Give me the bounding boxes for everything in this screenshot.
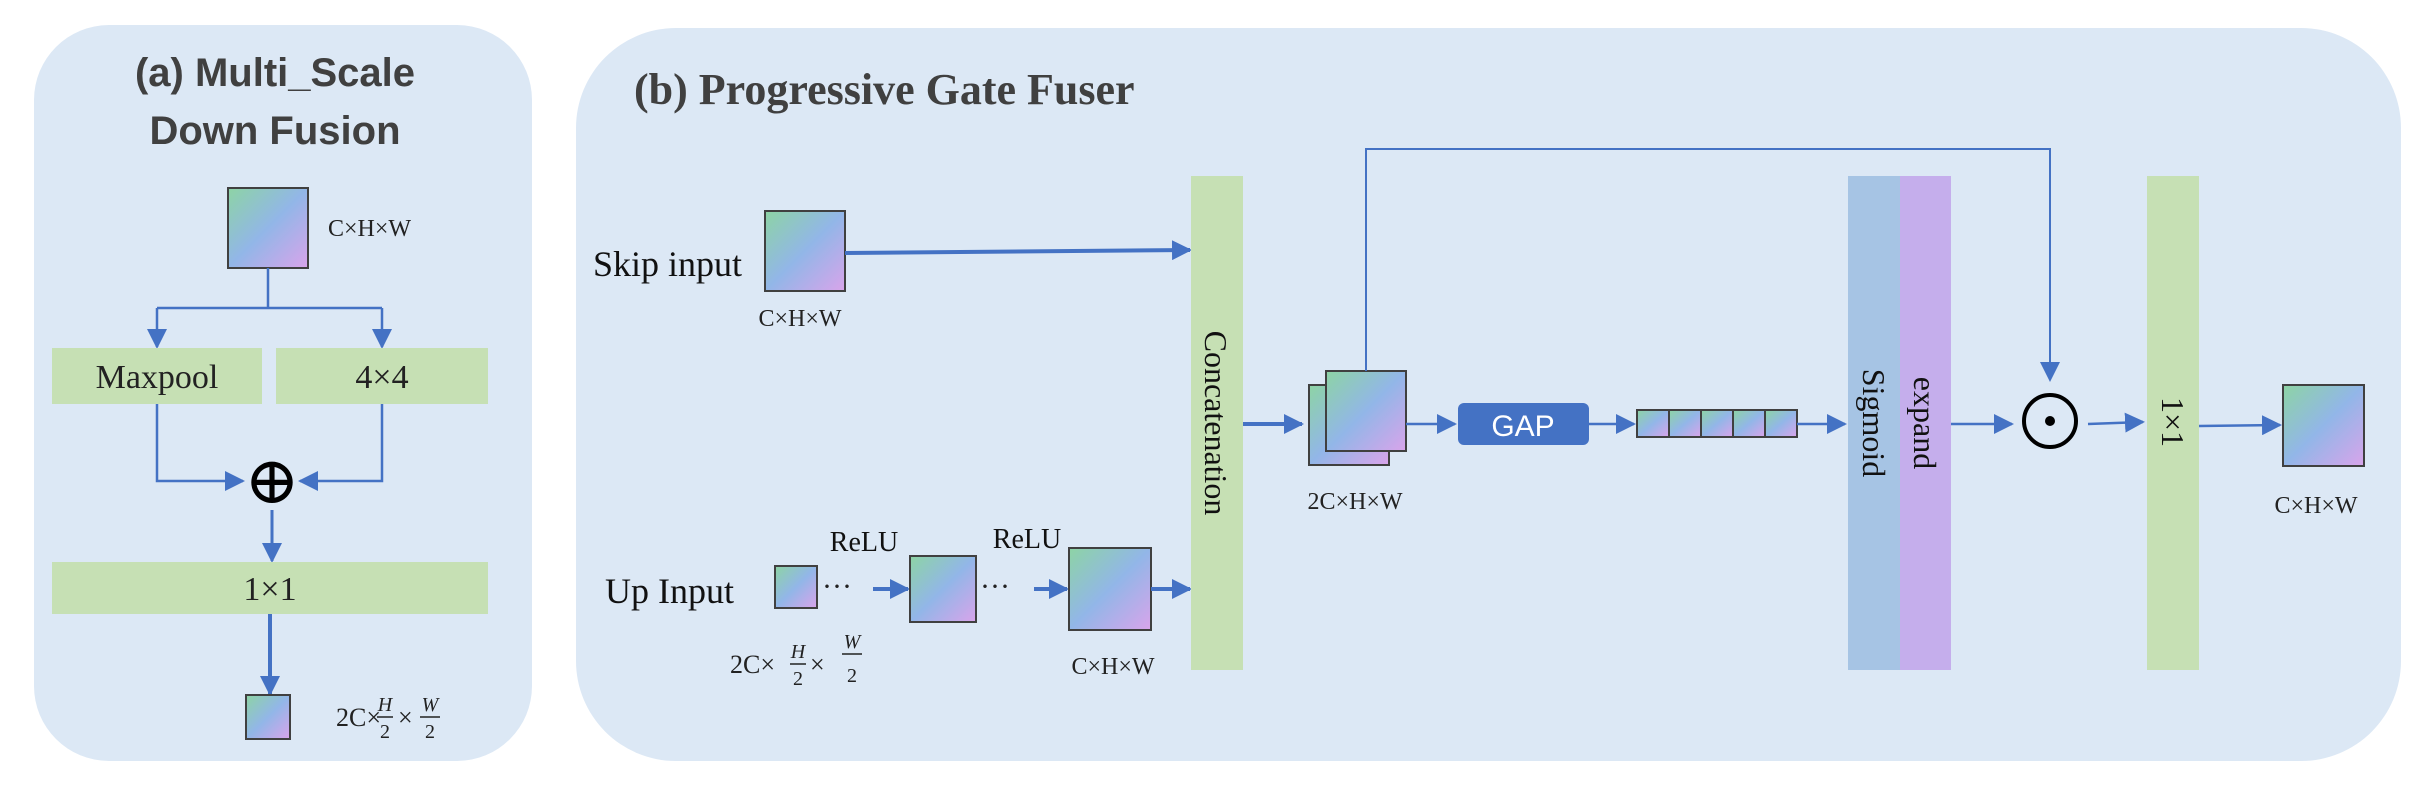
up-input-tile xyxy=(774,565,818,609)
svg-text:2: 2 xyxy=(847,665,857,687)
relu-label-1: ReLU xyxy=(830,527,898,558)
vector-cell xyxy=(1732,409,1766,438)
conv4x4-label: 4×4 xyxy=(355,359,408,396)
residual-arrow xyxy=(1365,148,2060,382)
relu-label-2: ReLU xyxy=(993,524,1061,555)
expand-label: expand xyxy=(1907,377,1943,469)
panel-b-output-dim: C×H×W xyxy=(2274,493,2357,519)
channel-vector xyxy=(1636,409,1798,438)
concatenation-bar xyxy=(1191,176,1243,670)
panel-a-conv1x1-label: 1×1 xyxy=(243,571,296,608)
panel-a-title-line1: (a) Multi_Scale xyxy=(135,51,415,95)
vector-cell xyxy=(1700,409,1734,438)
svg-text:2: 2 xyxy=(380,721,390,743)
svg-text:×: × xyxy=(810,650,825,679)
up-dots-2: ··· xyxy=(980,570,1010,603)
maxpool-box xyxy=(52,348,262,404)
panel-a-input-tile xyxy=(227,187,309,269)
panel-b-conv1x1-bar xyxy=(2147,176,2199,670)
up-output-dim: C×H×W xyxy=(1071,654,1154,680)
concatenation-label: Concatenation xyxy=(1198,331,1234,516)
stack-dim: 2C×H×W xyxy=(1307,489,1402,515)
mult-icon xyxy=(2022,393,2078,449)
panel-a: (a) Multi_Scale Down Fusion C×H×W Maxpoo… xyxy=(34,25,532,761)
panel-a-conv1x1-box xyxy=(52,562,488,614)
up-output-tile xyxy=(1068,547,1152,631)
panel-b-output-tile xyxy=(2282,384,2365,467)
mult-to-conv-arrow xyxy=(2087,412,2145,433)
mult-dot xyxy=(2045,416,2055,426)
sum-icon: ⊕ xyxy=(244,445,299,518)
vector-cell xyxy=(1764,409,1798,438)
svg-text:2: 2 xyxy=(793,668,803,690)
sigmoid-bar xyxy=(1848,176,1900,670)
panel-a-output-dim: 2C× H 2 × W 2 xyxy=(336,694,441,743)
skip-arrow xyxy=(844,240,1192,261)
up-input-dim: 2C× H 2 × W 2 xyxy=(730,631,863,690)
sigmoid-label: Sigmoid xyxy=(1856,369,1892,477)
up-input-label: Up Input xyxy=(605,571,734,611)
stack-tile-front xyxy=(1325,370,1407,452)
skip-input-label: Skip input xyxy=(593,244,742,284)
gap-box xyxy=(1458,403,1589,445)
gap-label: GAP xyxy=(1491,410,1554,443)
panel-a-input-dim: C×H×W xyxy=(328,216,411,242)
svg-text:2C×: 2C× xyxy=(730,650,775,679)
relu-tile-1 xyxy=(909,555,977,623)
vector-cell xyxy=(1636,409,1670,438)
maxpool-label: Maxpool xyxy=(96,359,219,396)
conv4x4-box xyxy=(276,348,488,404)
svg-text:W: W xyxy=(844,631,863,653)
vector-cell xyxy=(1668,409,1702,438)
panel-a-merge-arrow-right xyxy=(298,404,384,491)
skip-input-dim: C×H×W xyxy=(758,306,841,332)
panel-a-merge-arrow-left xyxy=(155,404,245,491)
skip-input-tile xyxy=(764,210,846,292)
svg-text:W: W xyxy=(422,694,441,716)
panel-b: (b) Progressive Gate Fuser Skip input C×… xyxy=(576,28,2401,761)
panel-a-split-arrows xyxy=(157,268,382,310)
svg-text:2C×: 2C× xyxy=(336,703,381,732)
svg-text:×: × xyxy=(398,703,413,732)
svg-text:H: H xyxy=(790,641,807,663)
panel-b-conv1x1-label: 1×1 xyxy=(2155,397,2191,447)
svg-text:H: H xyxy=(377,694,394,716)
conv-to-output-arrow xyxy=(2198,415,2282,436)
panel-a-output-tile xyxy=(245,694,291,740)
svg-text:2: 2 xyxy=(425,721,435,743)
panel-b-title: (b) Progressive Gate Fuser xyxy=(634,65,1135,114)
up-dots-1: ··· xyxy=(822,570,852,603)
expand-bar xyxy=(1900,176,1951,670)
panel-a-title-line2: Down Fusion xyxy=(149,109,400,153)
